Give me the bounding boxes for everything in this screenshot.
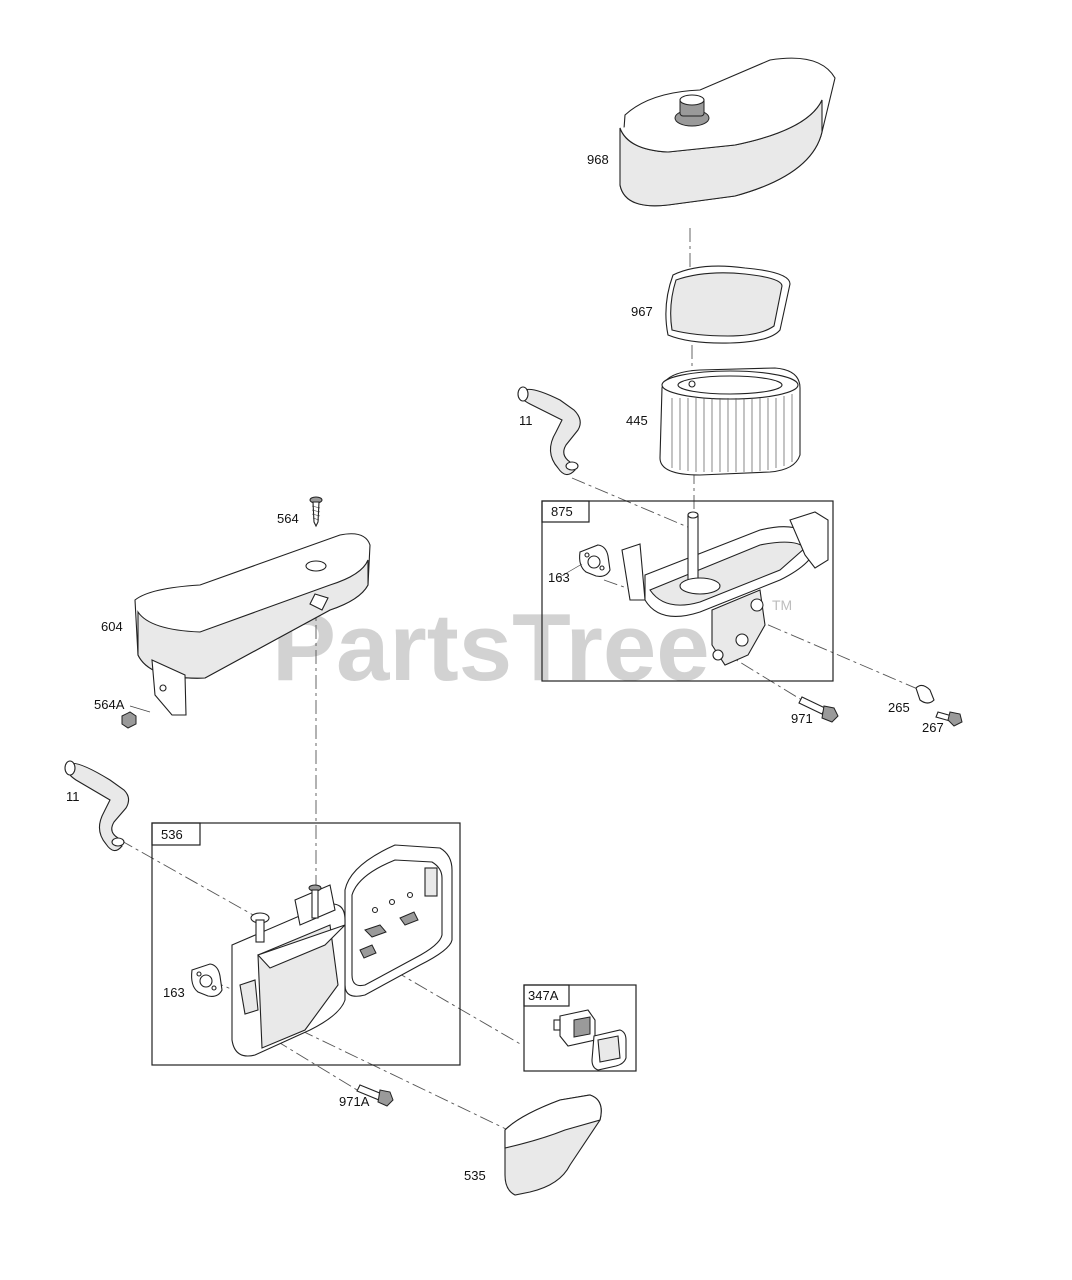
switch-tag: [523, 984, 570, 1007]
bolt-971A: [356, 1084, 394, 1107]
label-971A: 971A: [339, 1094, 370, 1109]
pre-cleaner: [665, 265, 791, 344]
label-11-bottom: 11: [66, 789, 80, 804]
switch-347A: [553, 1009, 627, 1071]
label-564: 564: [277, 511, 299, 526]
breather-tube-top: [517, 386, 581, 476]
label-968: 968: [587, 152, 609, 167]
label-536: 536: [161, 827, 183, 842]
air-filter-cartridge: [659, 367, 801, 476]
label-11-top: 11: [519, 413, 533, 428]
watermark-brand: PartsTree: [272, 594, 710, 701]
label-163-top: 163: [548, 570, 570, 585]
foam-element-535: [504, 1094, 602, 1196]
label-604: 604: [101, 619, 123, 634]
label-564A: 564A: [94, 697, 125, 712]
air-cleaner-assembly-box: [151, 822, 461, 1066]
air-cleaner-assembly: [231, 844, 453, 1057]
label-267: 267: [922, 720, 944, 735]
gasket-top: [579, 544, 611, 577]
air-cleaner-base-box: [541, 500, 834, 682]
cover-604: [134, 533, 371, 716]
clip-265: [915, 684, 935, 704]
nut-564A: [121, 711, 137, 729]
air-cleaner-assembly-tag: [151, 822, 201, 846]
gasket-bottom: [191, 963, 223, 997]
screw-564: [309, 496, 323, 528]
switch-box: [523, 984, 637, 1072]
label-971: 971: [791, 711, 813, 726]
label-445: 445: [626, 413, 648, 428]
screw-267: [935, 711, 963, 727]
label-875: 875: [551, 504, 573, 519]
part-labels: 968 967 445 11 875 163 971 265 267 564 6…: [66, 152, 944, 1183]
label-163-bottom: 163: [163, 985, 185, 1000]
breather-tube-bottom: [64, 760, 130, 852]
leader-lines: [129, 563, 583, 713]
label-347A: 347A: [528, 988, 559, 1003]
bolt-971: [798, 696, 839, 723]
watermark-trademark: TM: [772, 597, 792, 613]
label-967: 967: [631, 304, 653, 319]
label-265: 265: [888, 700, 910, 715]
air-cleaner-cover: [619, 57, 836, 207]
air-cleaner-base-tag: [541, 500, 590, 523]
label-535: 535: [464, 1168, 486, 1183]
air-cleaner-base: [621, 511, 829, 666]
